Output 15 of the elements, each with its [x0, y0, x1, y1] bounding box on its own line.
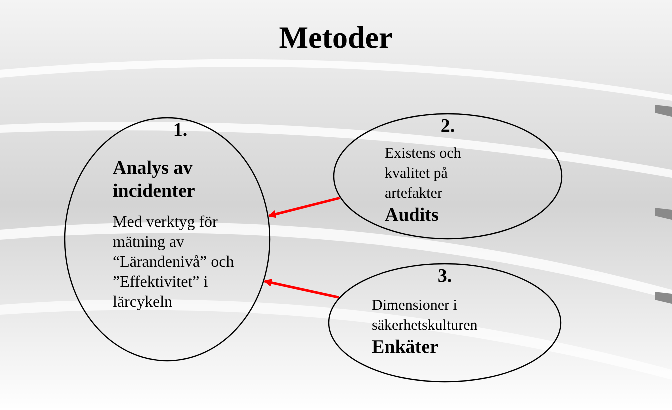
method-description: Med verktyg för mätning av “Lärandenivå” och ”Effektivitet” i lärcykeln — [113, 213, 236, 313]
title: Metoder — [278, 19, 394, 57]
method-description: Existens och kvalitet på artefakter — [385, 145, 462, 204]
arrow — [268, 197, 340, 218]
method-heading: Enkäter — [372, 336, 440, 359]
method-description: Dimensioner i säkerhetskulturen — [372, 297, 479, 336]
step-number: 1. — [172, 120, 189, 142]
step-number: 3. — [436, 266, 454, 288]
method-ellipse — [328, 263, 562, 383]
method-ellipse — [64, 117, 271, 362]
step-number: 2. — [440, 116, 456, 138]
method-heading: Analys av incidenter — [113, 157, 196, 203]
arrow — [264, 278, 340, 299]
method-heading: Audits — [385, 204, 440, 227]
method-ellipse — [333, 113, 563, 240]
